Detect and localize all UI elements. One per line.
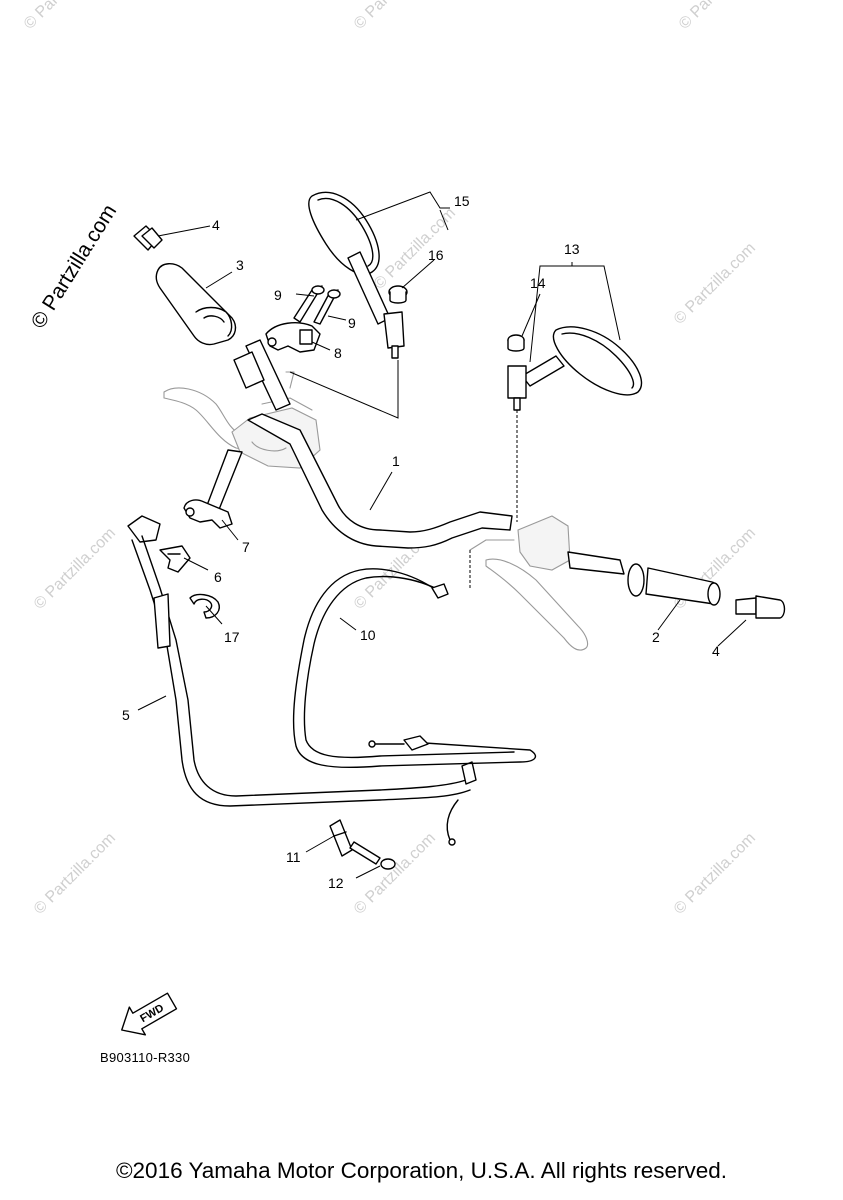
holder-bolts [293,285,341,325]
watermark: © Partzilla.com [676,0,764,33]
watermark: © Partzilla.com [371,205,459,293]
left-grip [155,263,237,346]
cable-clip [189,593,220,619]
diagram-reference-code: B903110-R330 [100,1050,191,1065]
callout-label: 13 [564,241,580,257]
callout-label: 4 [212,217,220,233]
callout-labels: 1 2 3 4 4 5 6 7 8 9 9 10 11 12 13 14 15 … [122,193,720,891]
lower-holder [183,499,233,529]
clutch-cable [127,515,477,846]
callout-label: 17 [224,629,240,645]
callout-label: 14 [530,275,546,291]
mirror-leader-line [289,360,399,419]
watermark: © Partzilla.com [351,0,439,33]
callout-label: 9 [348,315,356,331]
callout-label: 1 [392,453,400,469]
callout-label: 5 [122,707,130,723]
handlebar [205,339,513,549]
right-bar-end [735,595,786,619]
left-bar-end [133,225,163,251]
cable-clamp [159,545,191,573]
watermark: © Partzilla.com [31,525,119,613]
callout-label: 10 [360,627,376,643]
fwd-arrow: FWD [121,992,178,1036]
callout-label: 7 [242,539,250,555]
callout-label: 11 [286,849,301,865]
callout-label: 8 [334,345,342,361]
watermark: © Partzilla.com [21,0,109,33]
right-grip [567,551,721,606]
callout-label: 15 [454,193,470,209]
callout-label: 2 [652,629,660,645]
left-mirror [308,191,408,359]
right-mirror [507,326,643,411]
guide-bolt [349,841,396,870]
watermark: © Partzilla.com [671,830,759,918]
throttle-cable [292,568,537,769]
cable-guide [329,819,353,857]
callout-label: 4 [712,643,720,659]
watermark: © Partzilla.com [671,240,759,328]
callout-label: 3 [236,257,244,273]
right-switch-assembly [469,515,589,651]
leader-lines [137,191,747,879]
callout-label: 9 [274,287,282,303]
upper-holder [265,322,321,353]
callout-label: 12 [328,875,344,891]
partzilla-watermark: © Partzilla.com [27,200,121,332]
watermark: © Partzilla.com [31,830,119,918]
callout-label: 6 [214,569,222,585]
callout-label: 16 [428,247,444,263]
copyright-notice: ©2016 Yamaha Motor Corporation, U.S.A. A… [115,1158,728,1183]
